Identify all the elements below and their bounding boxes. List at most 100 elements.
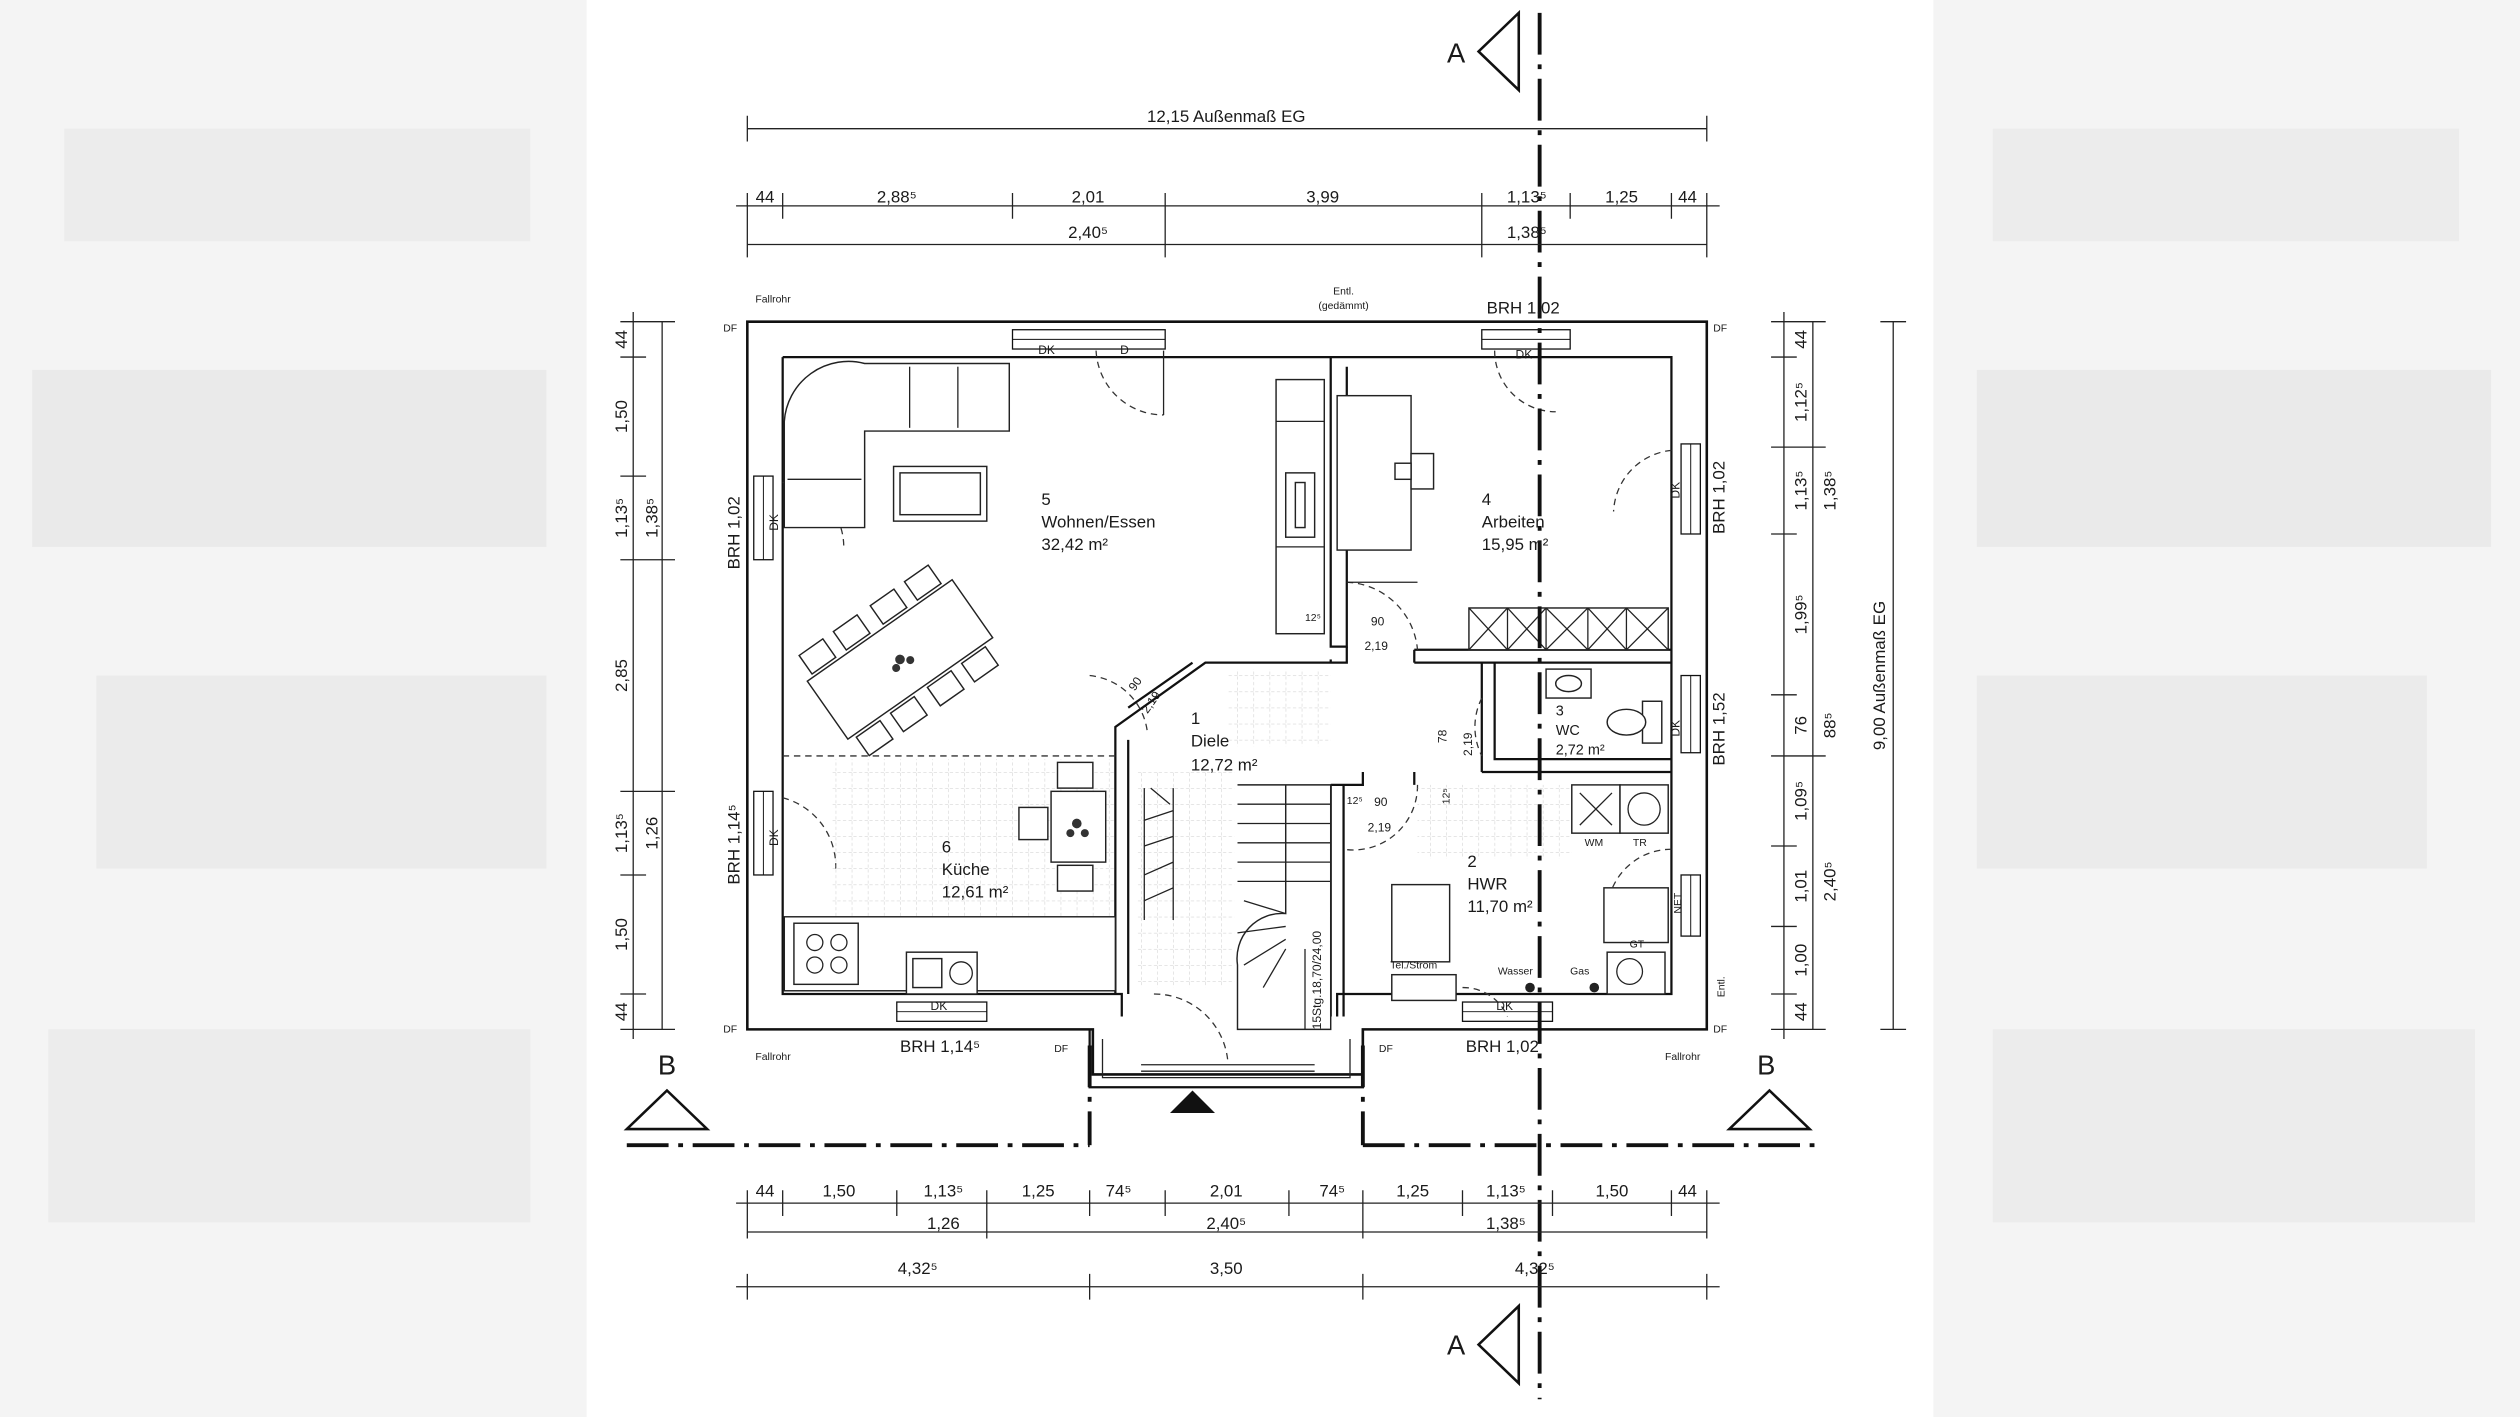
df-entrance-left: DF <box>1054 1044 1068 1055</box>
room-1-number: 1 <box>1191 709 1200 728</box>
room-3-area: 2,72 m² <box>1556 742 1605 758</box>
dim-bottom-2: 1,50 <box>823 1182 856 1201</box>
section-a-bottom: A <box>1447 1329 1466 1360</box>
dim-bottom-6: 2,01 <box>1210 1182 1243 1201</box>
tel-strom-label: Tel./Strom <box>1390 960 1437 971</box>
fallrohr-bottom-right: Fallrohr <box>1665 1052 1701 1063</box>
dim-left-row2-1: 1,38⁵ <box>642 498 661 538</box>
dim-right-5: 76 <box>1791 716 1810 735</box>
df-top-right: DF <box>1713 323 1727 334</box>
dim-bottom-row2-3: 1,38⁵ <box>1486 1214 1526 1233</box>
room-5-name: Wohnen/Essen <box>1041 513 1155 532</box>
section-a-top: A <box>1447 38 1466 69</box>
dimension-text: 12,15 Außenmaß EG 44 2,88⁵ 2,01 3,99 1,1… <box>612 107 1889 1278</box>
brh-left-top: BRH 1,02 <box>724 496 743 569</box>
door-hwr-offset: 12⁵ <box>1347 796 1363 807</box>
dim-left-1: 44 <box>612 330 631 349</box>
dim-bottom-row3-3: 4,32⁵ <box>1515 1259 1555 1278</box>
room-6-name: Küche <box>942 860 990 879</box>
dim-right-row2-3: 2,40⁵ <box>1820 861 1839 901</box>
furniture-wohnen <box>783 360 1326 757</box>
room-3-name: WC <box>1556 723 1580 739</box>
df-bottom-right: DF <box>1713 1025 1727 1036</box>
gas-label: Gas <box>1570 967 1589 978</box>
gedaemmt-label: (gedämmt) <box>1318 301 1368 312</box>
wasser-label: Wasser <box>1498 967 1533 978</box>
room-5-area: 32,42 m² <box>1041 535 1108 554</box>
door-wc-width: 78 <box>1435 729 1449 743</box>
door-arbeiten-height: 2,19 <box>1364 639 1388 653</box>
section-b-right: B <box>1757 1049 1775 1080</box>
door-hwr-height: 2,19 <box>1368 821 1392 835</box>
room-5-number: 5 <box>1041 490 1050 509</box>
furniture-wc <box>1545 668 1663 744</box>
stairs-label: 15Stg.18,70/24,00 <box>1310 931 1324 1030</box>
room-4-number: 4 <box>1482 490 1491 509</box>
door-swings <box>782 350 1672 1062</box>
brh-bottom-right: BRH 1,02 <box>1466 1037 1539 1056</box>
dim-bottom-row2-1: 1,26 <box>927 1214 960 1233</box>
dim-right-4: 1,99⁵ <box>1791 594 1810 634</box>
dim-bottom-7: 74⁵ <box>1319 1182 1345 1201</box>
brh-right-wc: BRH 1,52 <box>1709 692 1728 765</box>
dim-bottom-row3-1: 4,32⁵ <box>898 1259 938 1278</box>
section-b-left: B <box>658 1049 676 1080</box>
door-hwr-width: 90 <box>1374 795 1388 809</box>
door-diele-width: 90 <box>1126 674 1145 693</box>
room-6-number: 6 <box>942 837 951 856</box>
dk-hwr-bottom: DK <box>1496 999 1513 1013</box>
dim-bottom-5: 74⁵ <box>1106 1182 1132 1201</box>
brh-right-top: BRH 1,02 <box>1709 461 1728 534</box>
dim-bottom-row2-2: 2,40⁵ <box>1206 1214 1246 1233</box>
df-top-left: DF <box>723 323 737 334</box>
dim-overall-height: 9,00 Außenmaß EG <box>1870 601 1889 750</box>
wm-label: WM <box>1585 838 1604 849</box>
dk-arbeiten-right: DK <box>1668 482 1682 499</box>
dim-right-8: 1,00 <box>1791 944 1810 977</box>
fallrohr-bottom-left: Fallrohr <box>755 1052 791 1063</box>
section-markers: A A B B <box>658 38 1776 1361</box>
dim-top-3: 2,01 <box>1072 188 1105 207</box>
dim-bottom-9: 1,13⁵ <box>1486 1182 1526 1201</box>
door-wc-height: 2,19 <box>1461 732 1475 756</box>
room-6-area: 12,61 m² <box>942 882 1009 901</box>
dk-wohnen-top: DK <box>1038 343 1055 357</box>
dim-top-4: 3,99 <box>1306 188 1339 207</box>
annotation-labels: Fallrohr Fallrohr Fallrohr DF DF DF DF D… <box>723 286 1728 1063</box>
dim-top-1: 44 <box>756 188 775 207</box>
dim-right-1: 44 <box>1791 330 1810 349</box>
dim-right-2: 1,12⁵ <box>1791 382 1810 422</box>
dim-bottom-3: 1,13⁵ <box>923 1182 963 1201</box>
df-bottom-left: DF <box>723 1025 737 1036</box>
brh-left-bottom: BRH 1,14⁵ <box>724 804 743 884</box>
furniture-hwr <box>1391 784 1669 1002</box>
dim-left-3: 1,13⁵ <box>612 498 631 538</box>
dim-bottom-row3-2: 3,50 <box>1210 1259 1243 1278</box>
d-wohnen-top: D <box>1120 343 1129 357</box>
dim-right-row2-2: 88⁵ <box>1820 712 1839 738</box>
dk-wc-right: DK <box>1668 720 1682 737</box>
dim-top-2: 2,88⁵ <box>877 188 917 207</box>
room-4-name: Arbeiten <box>1482 513 1545 532</box>
net-label: NET <box>1673 892 1684 914</box>
dim-right-3: 1,13⁵ <box>1791 471 1810 511</box>
dim-left-row2-2: 1,26 <box>642 817 661 850</box>
room-2-area: 11,70 m² <box>1467 897 1533 916</box>
dk-arbeiten-top: DK <box>1516 348 1533 362</box>
door-hwr-offset-right: 12⁵ <box>1442 788 1453 804</box>
staircase <box>1143 784 1332 1031</box>
furniture-arbeiten <box>1336 394 1669 651</box>
dim-left-6: 1,50 <box>612 918 631 951</box>
dim-left-2: 1,50 <box>612 400 631 433</box>
brh-top: BRH 1,02 <box>1487 299 1560 318</box>
room-1-name: Diele <box>1191 731 1229 750</box>
fallrohr-top-left: Fallrohr <box>755 294 791 305</box>
dim-top-6: 1,25 <box>1605 188 1638 207</box>
dim-top-7: 44 <box>1678 188 1697 207</box>
entl-right-label: Entl. <box>1716 976 1727 997</box>
room-2-number: 2 <box>1467 852 1476 871</box>
dimension-lines <box>620 115 1907 1300</box>
